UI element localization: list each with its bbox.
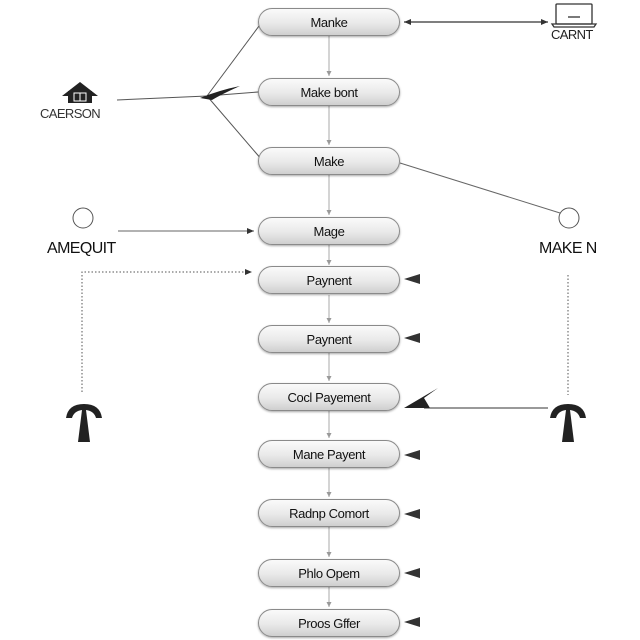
flow-node-make-bont: Make bont [258,78,400,106]
left-hook-icon [66,404,102,442]
flow-node-cocl-payement: Cocl Payement [258,383,400,411]
hub-line-top [206,21,263,97]
side-arrowhead [404,450,420,460]
left-actor-circle [72,207,94,229]
right-hook-icon [550,404,586,442]
hub-junction [200,86,240,100]
flow-node-proos-gffer: Proos Gffer [258,609,400,637]
flow-node-mane-payent: Mane Payent [258,440,400,468]
flow-node-phlo-opem: Phlo Opem [258,559,400,587]
hub-line-actor [116,95,208,101]
side-arrowheads [404,274,420,627]
side-arrowhead [404,617,420,627]
flow-node-paynent-1: Paynent [258,266,400,294]
flow-node-make: Make [258,147,400,175]
building-icon [62,82,98,103]
side-arrowhead [404,333,420,343]
side-arrowhead [404,274,420,284]
hub-fan [116,21,263,161]
link-make-to-right-actor [399,162,561,214]
flow-node-paynent-2: Paynent [258,325,400,353]
right-actor-label: MAKE N [539,240,597,257]
laptop-icon [550,3,598,28]
left-actor-label: AMEQUIT [47,240,116,257]
hub-line-bottom [206,95,263,161]
right-actor-circle [558,207,580,229]
organization-label: CAERSON [40,106,101,121]
side-arrowhead [404,568,420,578]
link-left-dotted-to-paynent [81,269,252,392]
flow-node-manke: Manke [258,8,400,36]
device-label: CARNT [551,27,593,42]
flow-node-mage: Mage [258,217,400,245]
flow-node-radnp-comort: Radnp Comort [258,499,400,527]
cocl-incoming-arrowhead [404,388,438,408]
side-arrowhead [404,509,420,519]
